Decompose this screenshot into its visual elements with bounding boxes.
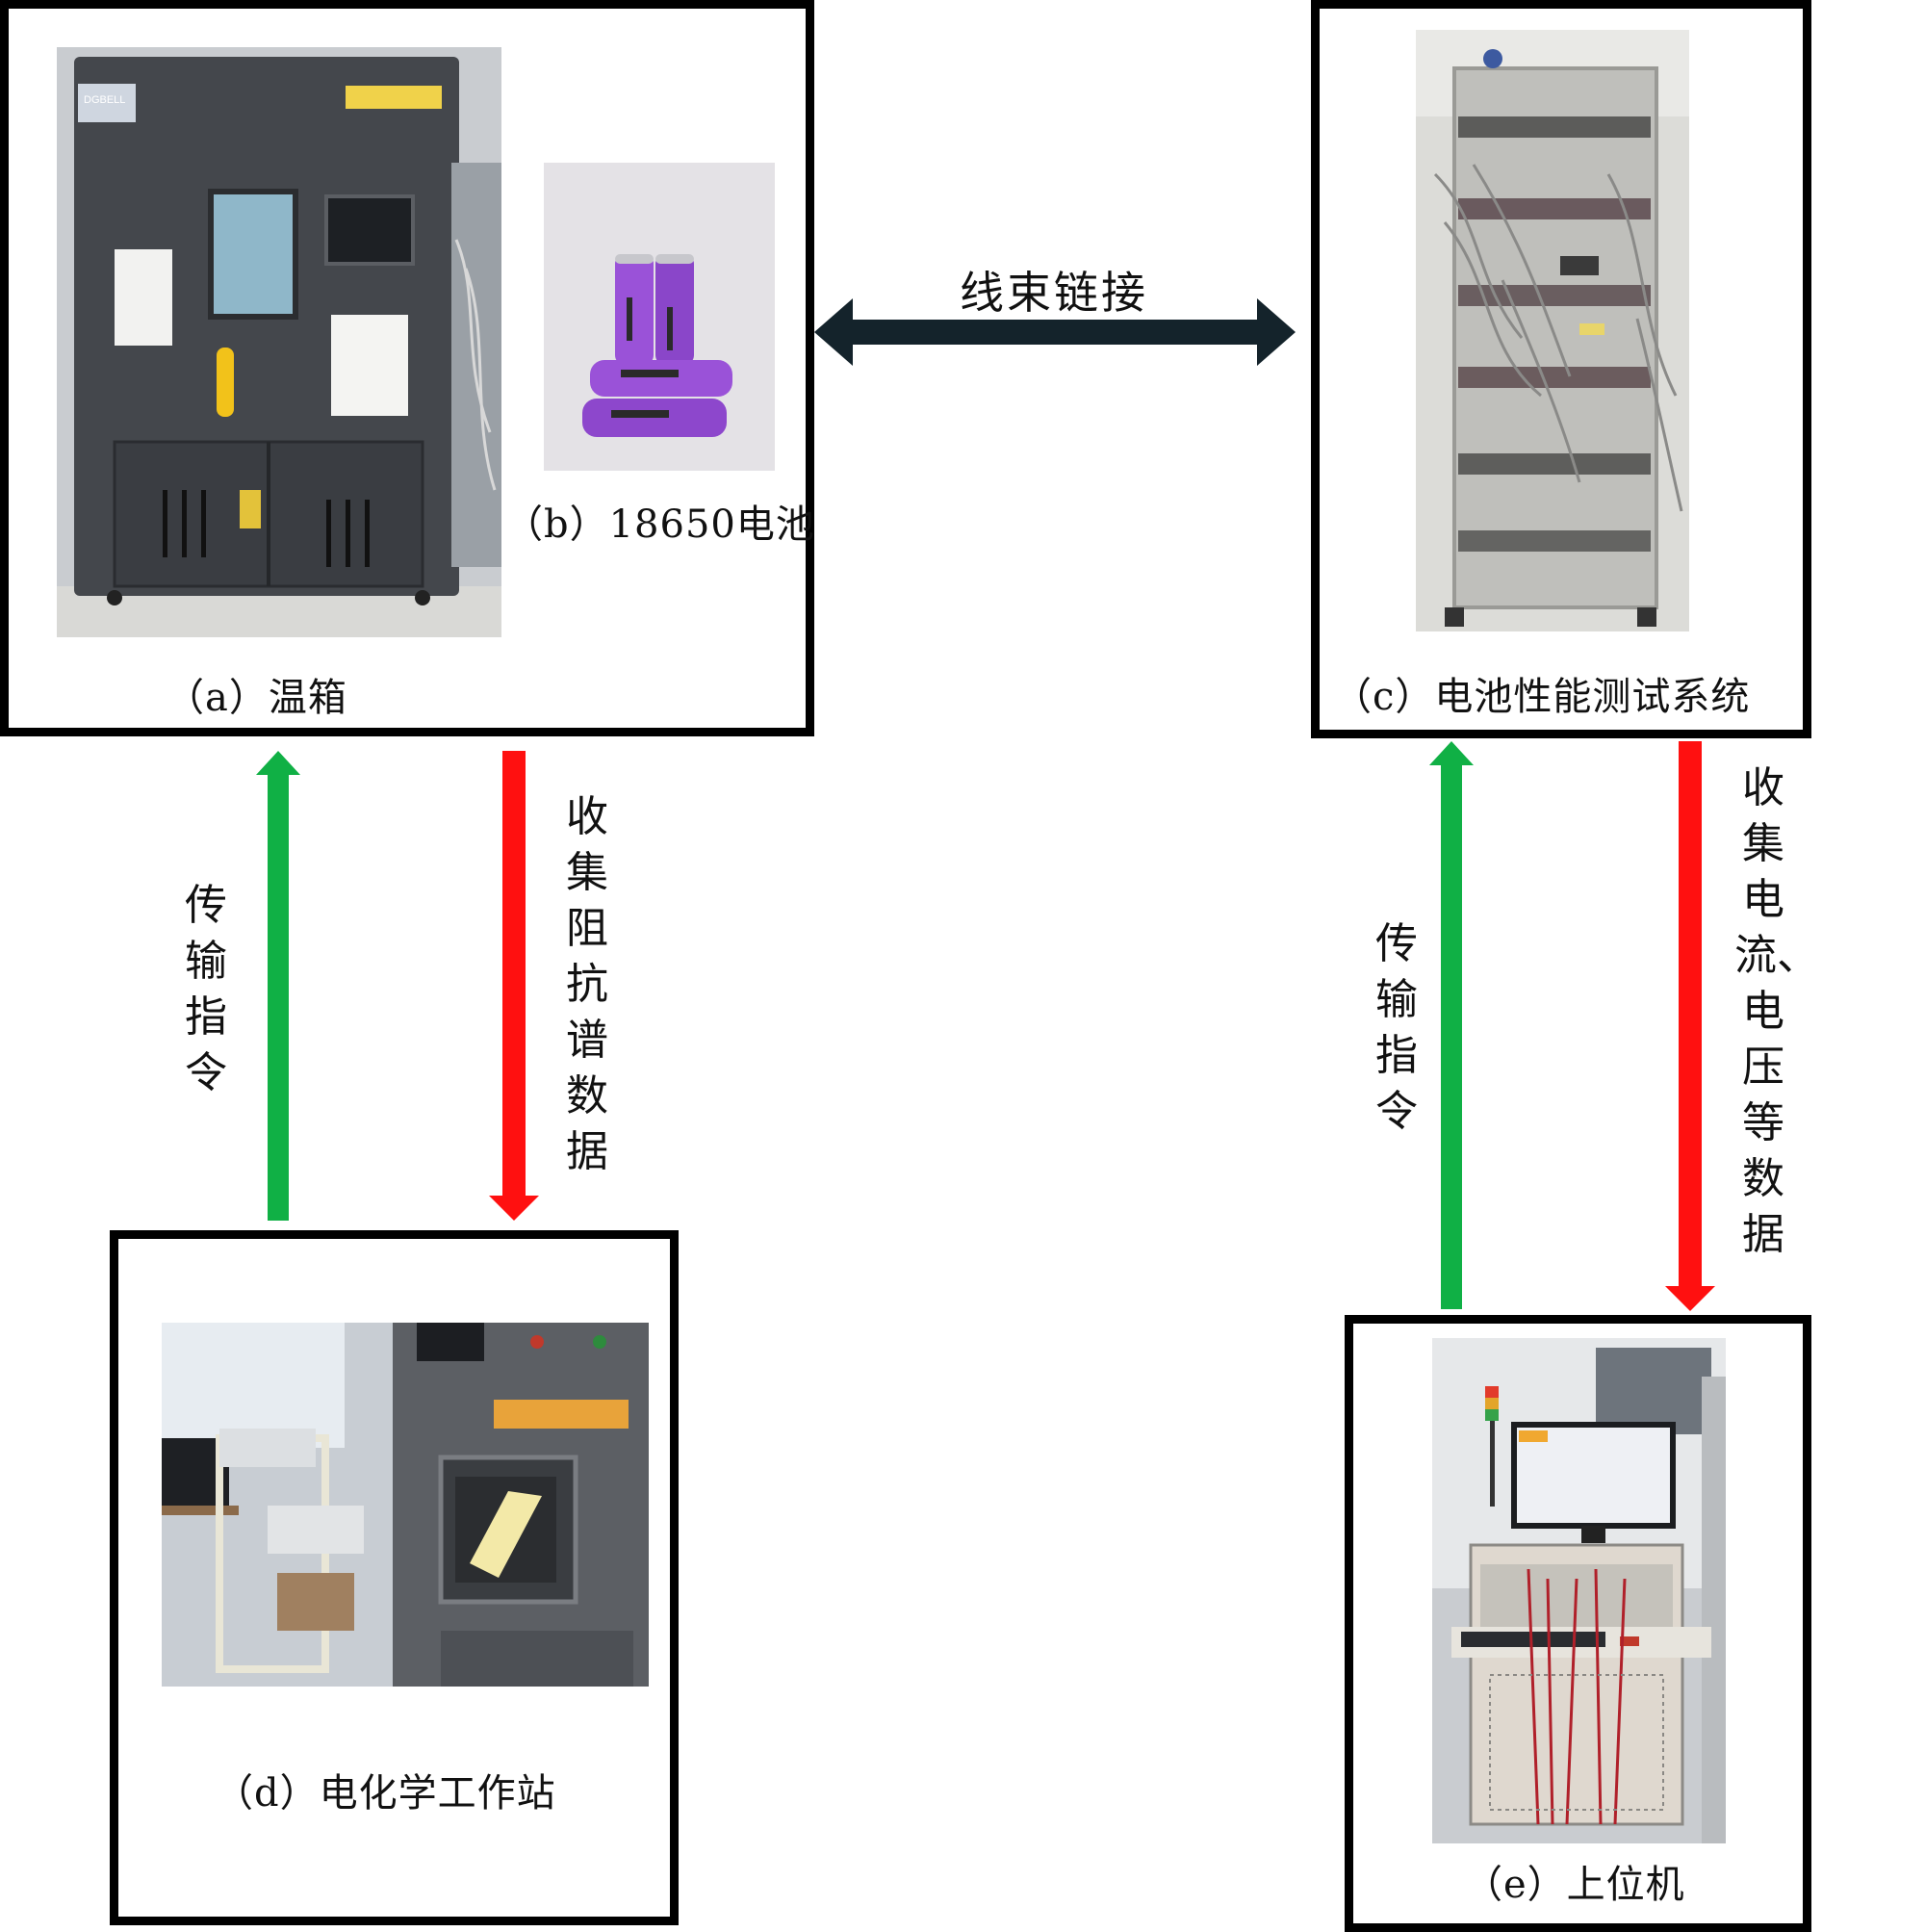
caption-d: （d）电化学工作站 — [215, 1771, 556, 1816]
right-up-label: 传输指令 — [1375, 919, 1418, 1136]
link-arrow-shape — [814, 298, 1296, 366]
caption-a: （a）温箱 — [166, 676, 347, 720]
caption-b: （b）18650电池 — [504, 502, 815, 547]
left-up-arrow — [256, 751, 300, 1221]
electrochemical-station-photo — [162, 1323, 649, 1687]
panel-host-computer: （e）上位机 — [1345, 1315, 1811, 1932]
panel-battery-tester: （c）电池性能测试系统 — [1311, 0, 1811, 738]
left-up-label: 传输指令 — [185, 881, 227, 1097]
link-label: 线束链接 — [960, 267, 1148, 319]
chamber-brand-text: DGBELL — [84, 94, 125, 106]
panel-chamber: DGBELL （a）温箱 （b）18650电池 — [0, 0, 814, 736]
left-down-arrow — [489, 751, 539, 1221]
right-up-arrow — [1429, 741, 1474, 1309]
caption-c: （c）电池性能测试系统 — [1333, 675, 1751, 719]
host-computer-photo — [1432, 1338, 1726, 1843]
chamber-photo: DGBELL — [57, 47, 501, 637]
right-down-arrow — [1665, 741, 1715, 1311]
battery-photo — [544, 163, 775, 471]
caption-e: （e）上位机 — [1464, 1863, 1685, 1907]
battery-tester-photo — [1416, 30, 1689, 631]
panel-electrochemical-station: （d）电化学工作站 — [110, 1230, 679, 1925]
left-down-label: 收集阻抗谱数据 — [566, 792, 608, 1176]
link-double-arrow — [814, 298, 1296, 366]
right-down-label: 收集电流、电压等数据 — [1734, 763, 1819, 1259]
